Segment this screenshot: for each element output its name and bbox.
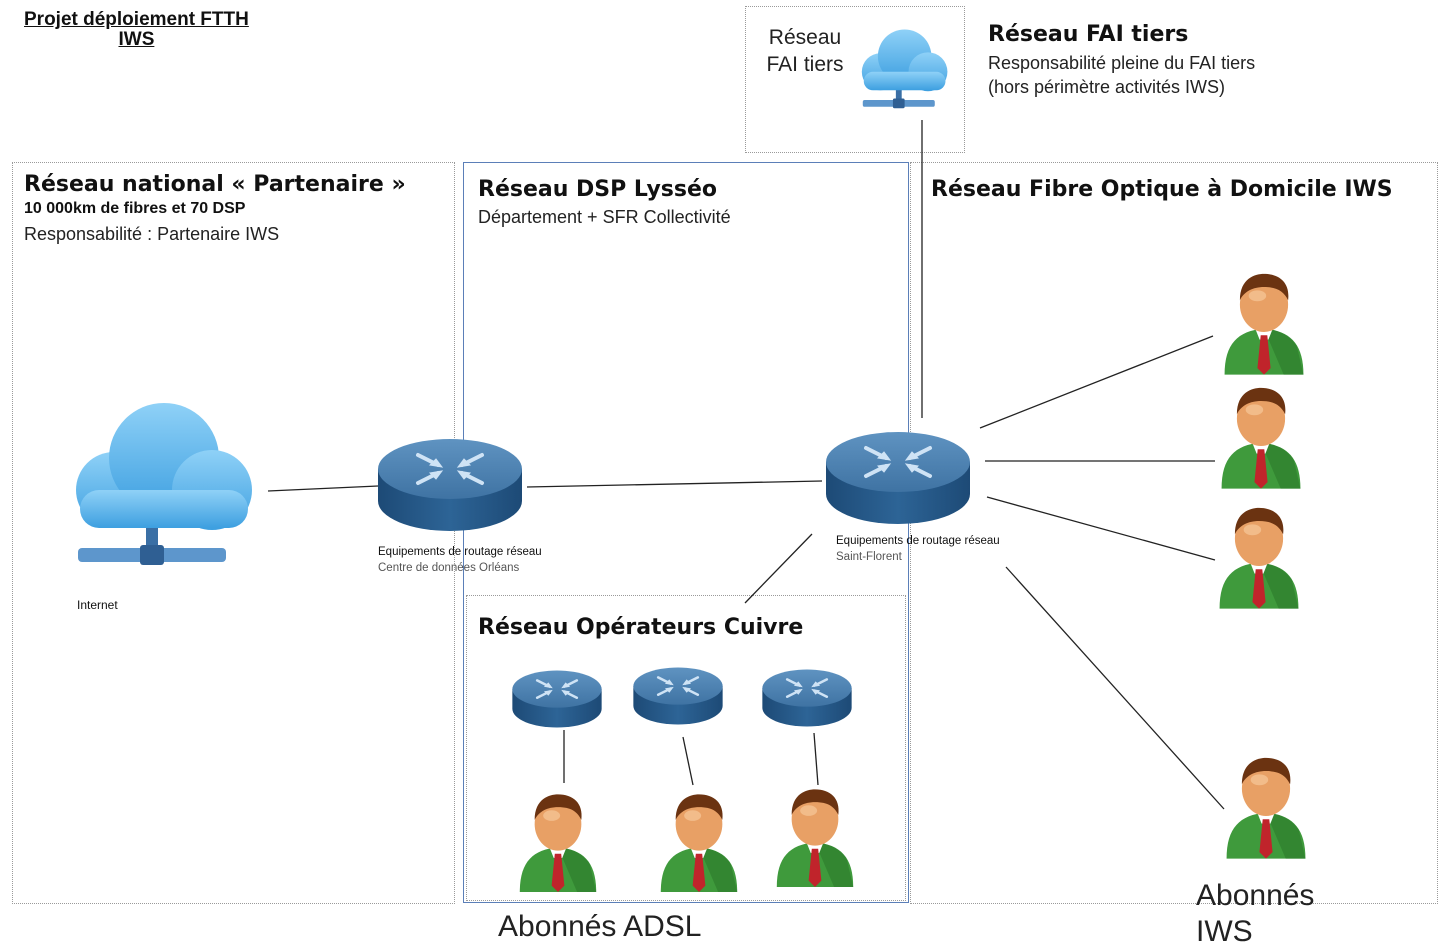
- router-florent-label: Equipements de routage réseau: [836, 535, 1000, 547]
- fai-desc-line1: Responsabilité pleine du FAI tiers: [988, 53, 1256, 73]
- ftth-title: Réseau Fibre Optique à Domicile IWS: [931, 177, 1393, 202]
- zone-dsp: [463, 162, 909, 903]
- adsl-user-3-icon: [776, 789, 854, 887]
- iws-caption-line2: IWS: [1196, 915, 1253, 948]
- copper-title: Réseau Opérateurs Cuivre: [478, 615, 804, 640]
- router-florent-location: Saint-Florent: [836, 551, 902, 563]
- link-adsl-3: [813, 732, 819, 786]
- iws-subscribers-caption: Abonnés IWS: [1196, 878, 1314, 950]
- zone-fai: [745, 6, 965, 153]
- link-orleans-florent: [526, 480, 823, 488]
- internet-label: Internet: [77, 598, 118, 612]
- copper-router-2-icon: [632, 666, 724, 726]
- router-orleans-location: Centre de données Orléans: [378, 562, 520, 574]
- link-florent-copper: [744, 533, 813, 604]
- router-orleans-label: Equipements de routage réseau: [378, 546, 542, 558]
- zone-ftth: [910, 162, 1438, 904]
- router-florent-icon: [824, 430, 972, 526]
- adsl-user-1-icon: [519, 794, 597, 892]
- copper-router-3-icon: [761, 668, 853, 728]
- fai-box-line2: FAI tiers: [766, 53, 844, 76]
- project-title-line2: IWS: [118, 29, 155, 50]
- fai-title: Réseau FAI tiers: [988, 22, 1189, 47]
- link-florent-user3: [986, 496, 1216, 561]
- project-title-line1: Projet déploiement FTTH: [24, 9, 249, 30]
- iws-caption-line1: Abonnés: [1196, 879, 1315, 912]
- fai-cloud-icon: [861, 29, 948, 109]
- dsp-title: Réseau DSP Lysséo: [478, 177, 718, 202]
- link-florent-user1: [979, 335, 1214, 429]
- copper-router-1-icon: [511, 669, 603, 729]
- national-title: Réseau national « Partenaire »: [24, 172, 406, 197]
- link-internet-orleans: [267, 485, 379, 492]
- dsp-subtitle: Département + SFR Collectivité: [478, 207, 731, 227]
- internet-cloud-icon: [76, 403, 252, 565]
- national-subtitle: 10 000km de fibres et 70 DSP: [24, 200, 246, 217]
- link-florent-user4: [1005, 566, 1225, 810]
- national-responsibility: Responsabilité : Partenaire IWS: [24, 224, 280, 244]
- ftth-user-3-icon: [1219, 507, 1299, 609]
- fai-box-label: Réseau FAI tiers: [755, 24, 855, 78]
- zone-national: [12, 162, 455, 904]
- adsl-user-2-icon: [660, 794, 738, 892]
- zone-copper: [466, 595, 906, 901]
- router-orleans-icon: [376, 437, 524, 533]
- ftth-user-1-icon: [1224, 273, 1304, 375]
- fai-desc-line2: (hors périmètre activités IWS): [988, 77, 1226, 97]
- ftth-user-2-icon: [1221, 387, 1301, 489]
- ftth-user-4-icon: [1226, 757, 1306, 859]
- project-title: Projet déploiement FTTH IWS: [24, 10, 249, 50]
- link-adsl-2: [682, 736, 694, 786]
- adsl-caption: Abonnés ADSL: [498, 910, 702, 943]
- fai-box-line1: Réseau: [768, 26, 842, 49]
